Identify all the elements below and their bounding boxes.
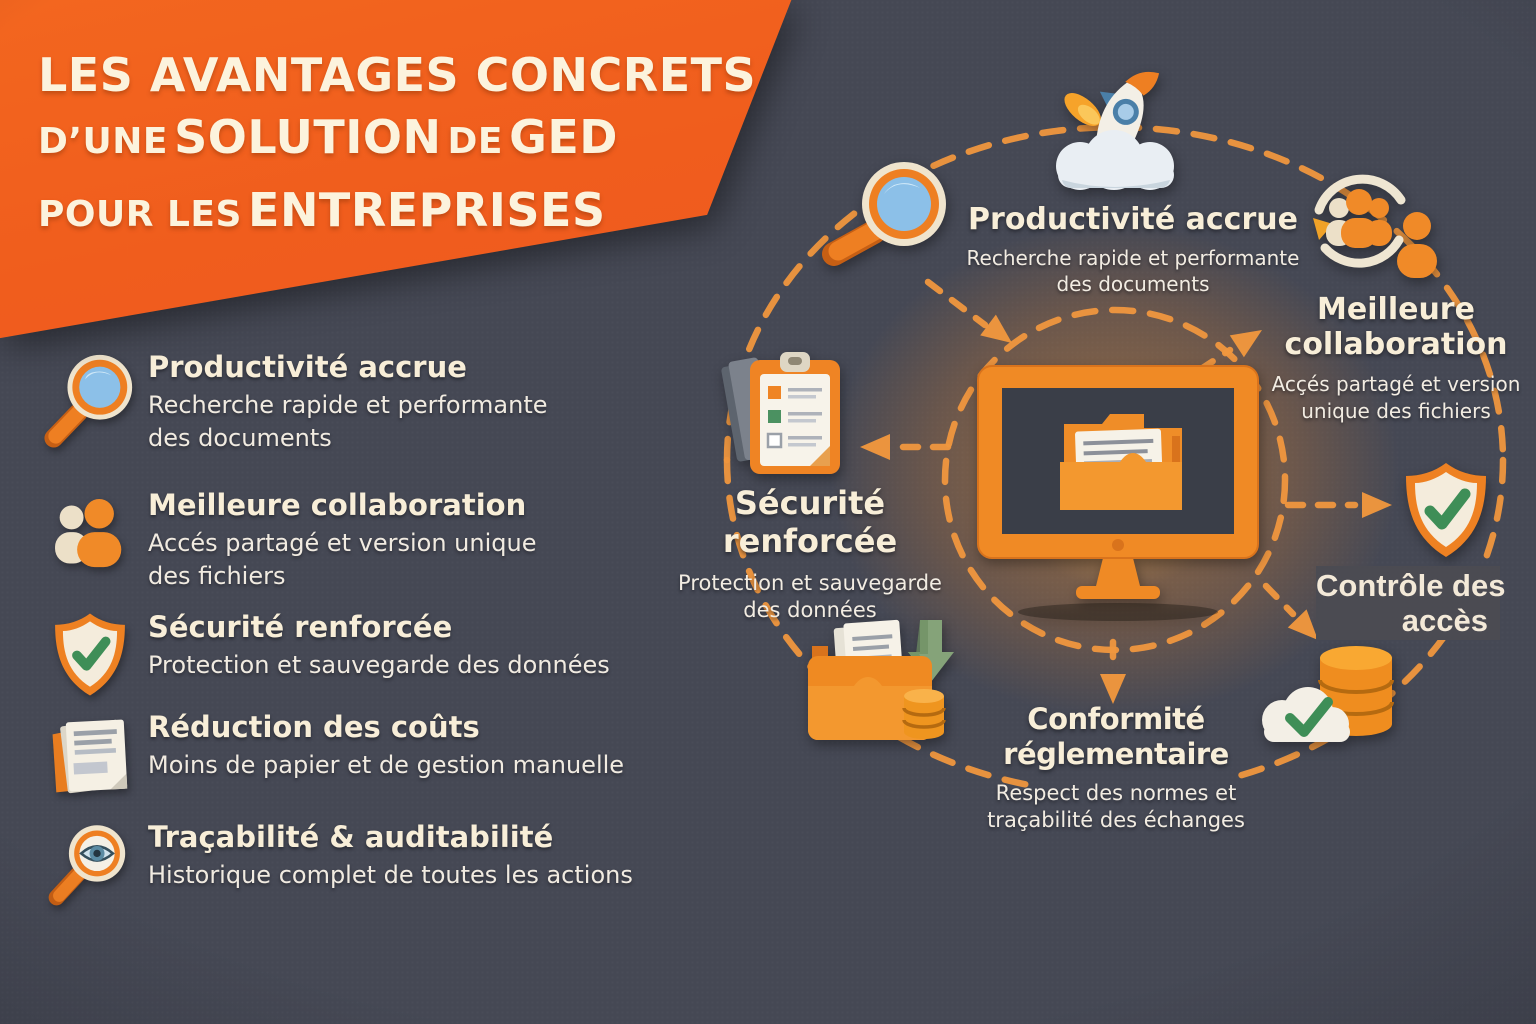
benefit-title: Réduction des coûts — [148, 710, 480, 744]
node-title-line: renforcée — [722, 522, 898, 560]
node-desc-line: Recherche rapide et performante — [966, 246, 1300, 270]
node-desc-line: unique des fichiers — [1301, 399, 1491, 423]
benefit-text: Réduction des coûts Moins de papier et d… — [148, 710, 624, 782]
benefit-text: Productivité accrue Recherche rapide et … — [148, 350, 548, 455]
shield-check-icon — [1396, 455, 1496, 577]
monitor-folder-icon — [972, 362, 1264, 628]
benefit-desc-line: Moins de papier et de gestion manuelle — [148, 751, 625, 779]
magnifier-icon — [40, 350, 140, 448]
benefit-tracabilite: Traçabilité & auditabilité Historique co… — [40, 820, 633, 908]
node-title: Productivité accrue — [968, 202, 1298, 237]
node-title-line: collaboration — [1284, 327, 1508, 362]
node-desc-line: des données — [743, 598, 877, 622]
people-icon — [40, 488, 140, 580]
node-productivite: Productivité accrue Recherche rapide et … — [953, 203, 1313, 297]
arrowhead — [1362, 492, 1392, 518]
arrow-to-cloud-db — [1262, 582, 1297, 618]
shield-check-icon — [40, 610, 140, 706]
node-securite: Sécurité renforcée Protection et sauvega… — [660, 484, 960, 624]
node-title-line: Contrôle des — [1316, 568, 1506, 603]
benefit-desc-line: Protection et sauvegarde des données — [148, 651, 610, 679]
benefit-securite: Sécurité renforcée Protection et sauvega… — [40, 610, 610, 706]
node-title-line: Conformité — [1027, 702, 1205, 736]
node-desc-line: Acçés partagé et version — [1271, 372, 1521, 396]
benefit-text: Sécurité renforcée Protection et sauvega… — [148, 610, 610, 682]
benefit-reduction-couts: Réduction des coûts Moins de papier et d… — [40, 710, 624, 798]
arrowhead — [1100, 674, 1126, 704]
node-title-line: Meilleure — [1317, 292, 1475, 327]
eye-magnifier-icon — [40, 820, 140, 908]
folder-archive-icon — [798, 612, 974, 754]
benefit-productivite: Productivité accrue Recherche rapide et … — [40, 350, 548, 455]
rocket-cloud-icon — [1022, 60, 1212, 198]
people-sync-icon — [1295, 162, 1445, 288]
node-title-line: réglementaire — [1003, 737, 1229, 771]
benefit-desc-line: Accés partagé et version unique — [148, 529, 537, 557]
benefit-text: Traçabilité & auditabilité Historique co… — [148, 820, 633, 892]
arrowhead — [860, 434, 890, 460]
clipboard-checklist-icon — [716, 346, 862, 486]
node-collaboration: Meilleure collaboration Acçés partagé et… — [1246, 292, 1536, 425]
node-desc-line: traçabilité des échanges — [987, 808, 1245, 832]
benefit-title: Traçabilité & auditabilité — [148, 820, 554, 854]
benefit-desc-line: Historique complet de toutes les actions — [148, 861, 633, 889]
benefit-desc-line: des documents — [148, 424, 332, 452]
node-controle-acces: Contrôle des accès — [1316, 566, 1506, 640]
arrowhead — [980, 314, 1012, 343]
node-conformite: Conformité réglementaire Respect des nor… — [951, 702, 1281, 834]
benefit-collaboration: Meilleure collaboration Accés partagé et… — [40, 488, 536, 593]
benefit-title: Productivité accrue — [148, 350, 467, 384]
node-title-line: accès — [1401, 603, 1488, 638]
benefit-title: Meilleure collaboration — [148, 488, 527, 522]
magnifier-icon — [812, 152, 954, 278]
benefit-title: Sécurité renforcée — [148, 610, 453, 644]
benefit-text: Meilleure collaboration Accés partagé et… — [148, 488, 536, 593]
node-title-line: Sécurité — [734, 484, 886, 522]
benefit-desc-line: Recherche rapide et performante — [148, 391, 548, 419]
benefit-desc-line: des fichiers — [148, 562, 286, 590]
documents-icon — [40, 710, 140, 798]
node-desc-line: Protection et sauvegarde — [678, 571, 942, 595]
node-desc-line: Respect des normes et — [995, 781, 1237, 805]
